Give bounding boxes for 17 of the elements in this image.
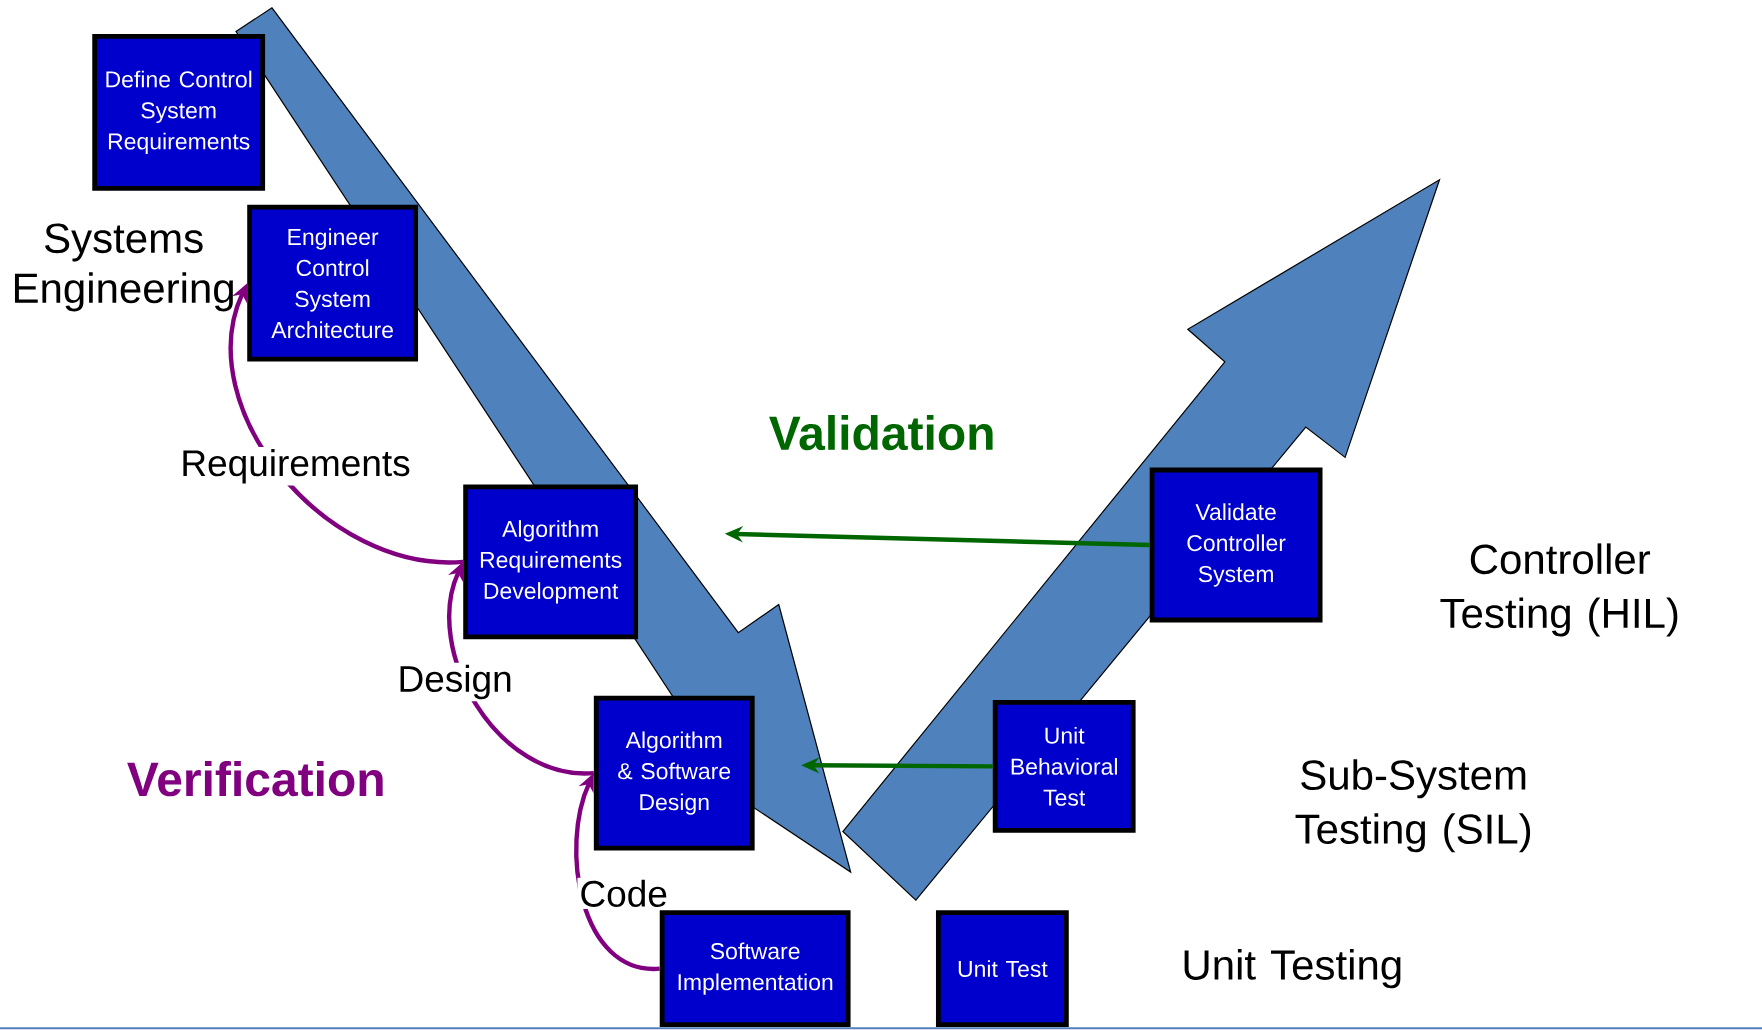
- edge-label: Code: [577, 877, 670, 909]
- label-text: Systems Engineering: [14, 223, 233, 312]
- process-box: Define Control System Requirements: [92, 33, 266, 191]
- edge-label: Design: [395, 662, 515, 702]
- edge-label: Requirements: [178, 446, 413, 486]
- process-box: Engineer Control System Architecture: [247, 204, 419, 362]
- process-box: Unit Behavioral Test: [992, 699, 1136, 833]
- label-text: Unit Testing: [1184, 948, 1401, 988]
- process-box: Algorithm Requirements Development: [463, 484, 639, 640]
- heading-text: Verification: [127, 760, 383, 797]
- process-box: Algorithm & Software Design: [593, 695, 755, 851]
- process-box: Unit Test: [935, 910, 1069, 1027]
- heading-text: Validation: [769, 414, 993, 451]
- label-text: Controller Testing (HIL): [1440, 543, 1678, 637]
- process-box: Validate Controller System: [1149, 467, 1323, 623]
- label-text: Sub-System Testing (SIL): [1295, 758, 1531, 853]
- process-box: Software Implementation: [659, 910, 851, 1027]
